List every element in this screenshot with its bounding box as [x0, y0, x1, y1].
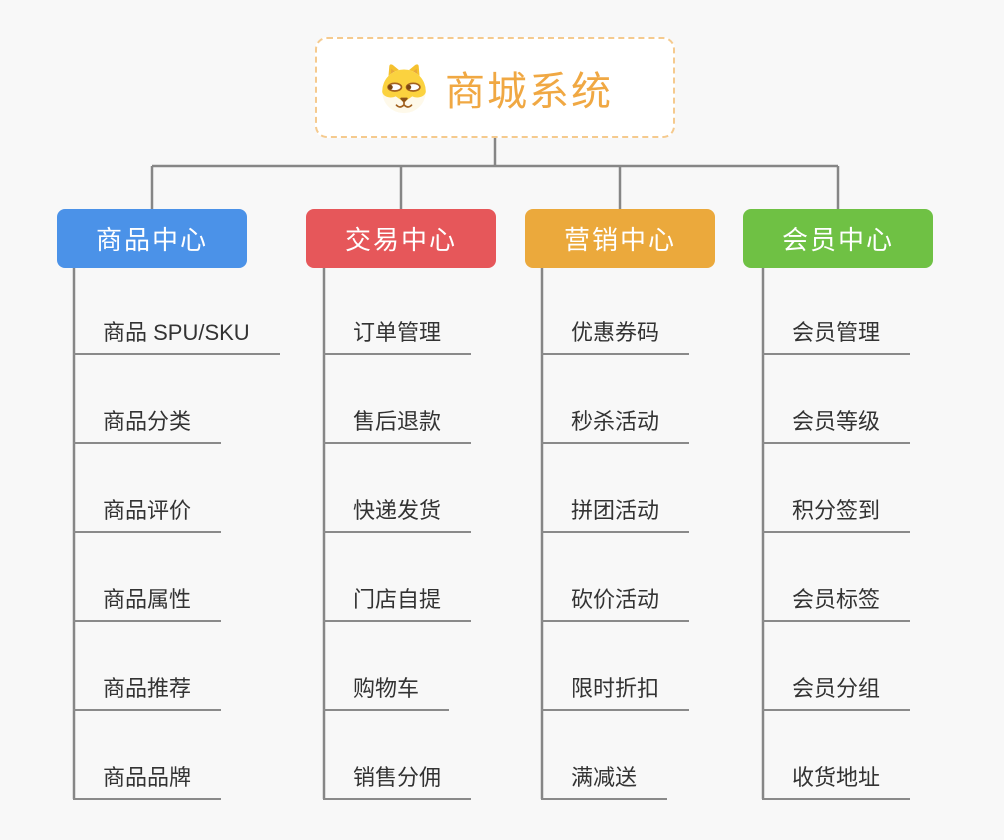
root-node[interactable]: 商城系统 [315, 37, 675, 138]
leaf-node[interactable]: 优惠券码 [541, 315, 690, 355]
branch-header-members[interactable]: 会员中心 [743, 209, 933, 268]
leaf-node[interactable]: 积分签到 [762, 493, 911, 533]
leaf-node[interactable]: 商品分类 [73, 404, 222, 444]
leaf-node[interactable]: 砍价活动 [541, 582, 690, 622]
root-node-label: 商城系统 [445, 69, 613, 114]
leaf-node[interactable]: 商品推荐 [73, 671, 222, 711]
leaf-node[interactable]: 拼团活动 [541, 493, 690, 533]
leaf-node[interactable]: 商品品牌 [73, 760, 222, 800]
leaf-node[interactable]: 订单管理 [323, 315, 472, 355]
leaf-node[interactable]: 秒杀活动 [541, 404, 690, 444]
leaf-node[interactable]: 会员分组 [762, 671, 911, 711]
branch-header-marketing[interactable]: 营销中心 [525, 209, 715, 268]
leaf-node[interactable]: 销售分佣 [323, 760, 472, 800]
leaf-node[interactable]: 限时折扣 [541, 671, 690, 711]
leaf-node[interactable]: 收货地址 [762, 760, 911, 800]
leaf-node[interactable]: 商品评价 [73, 493, 222, 533]
leaf-node[interactable]: 购物车 [323, 671, 450, 711]
leaf-node[interactable]: 售后退款 [323, 404, 472, 444]
leaf-node[interactable]: 商品 SPU/SKU [73, 315, 280, 355]
leaf-node[interactable]: 商品属性 [73, 582, 222, 622]
branch-header-products[interactable]: 商品中心 [57, 209, 247, 268]
leaf-node[interactable]: 会员等级 [762, 404, 911, 444]
leaf-node[interactable]: 满减送 [541, 760, 668, 800]
branch-header-trade[interactable]: 交易中心 [306, 209, 496, 268]
leaf-node[interactable]: 会员标签 [762, 582, 911, 622]
leaf-node[interactable]: 会员管理 [762, 315, 911, 355]
leaf-node[interactable]: 门店自提 [323, 582, 472, 622]
dog-face-icon [382, 63, 426, 113]
leaf-node[interactable]: 快递发货 [323, 493, 472, 533]
